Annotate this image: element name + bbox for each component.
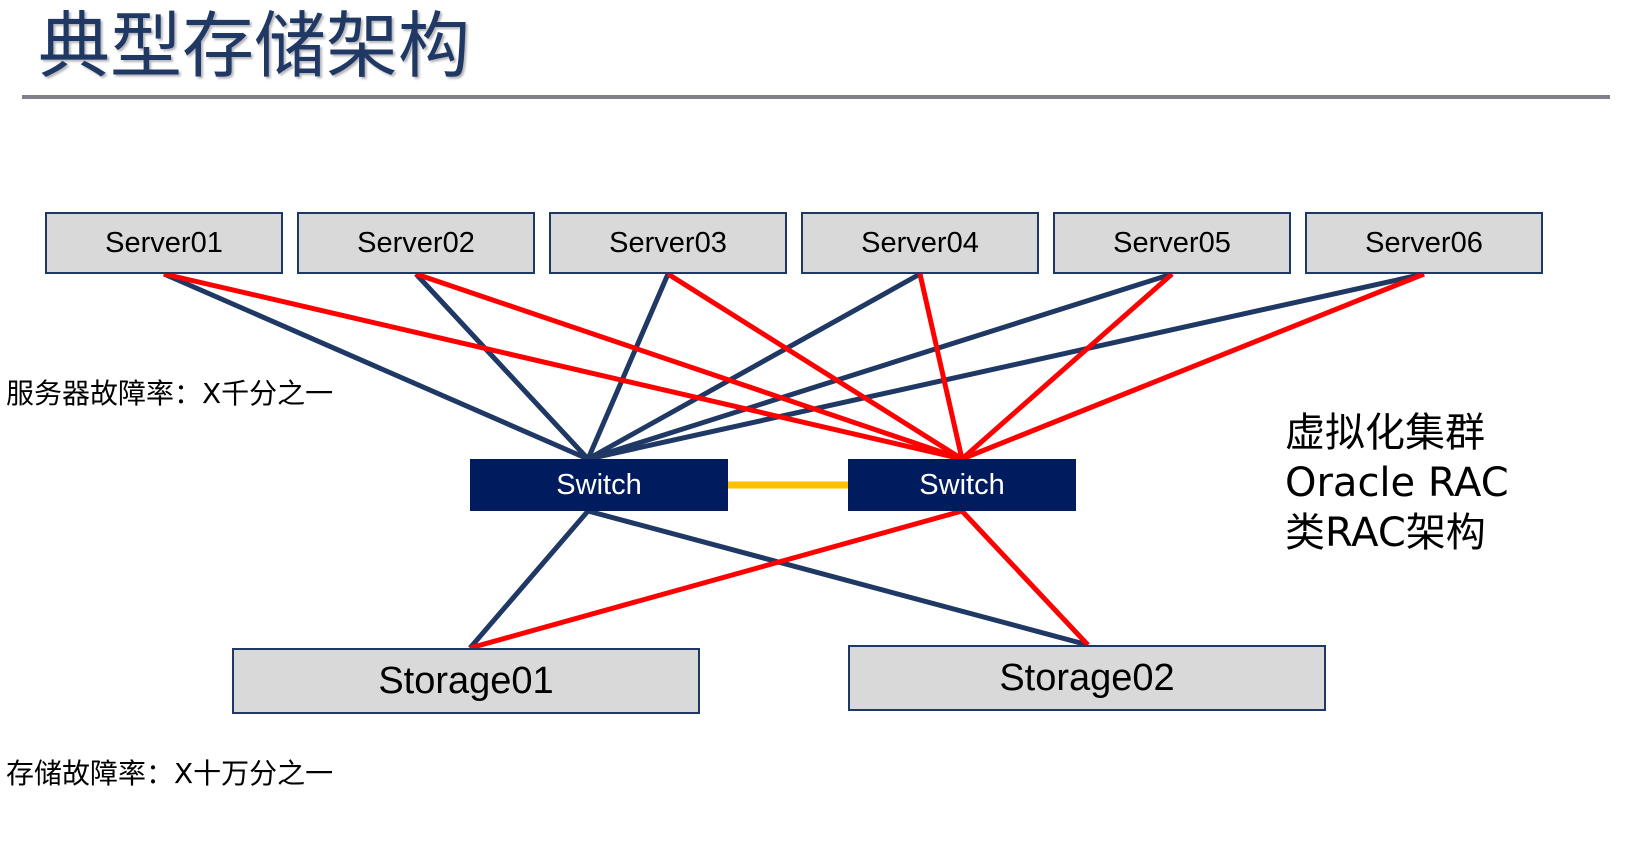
link-server3-to-switch-left <box>585 273 671 460</box>
storage-label: Storage02 <box>999 656 1175 699</box>
server-node-6[interactable]: Server06 <box>1305 212 1543 274</box>
link-server5-to-switch-right <box>960 272 1174 461</box>
cluster-note-line-2: Oracle RAC <box>1285 460 1509 506</box>
link-server6-to-switch-left <box>587 271 1425 462</box>
server-node-3[interactable]: Server03 <box>549 212 787 274</box>
server-node-5[interactable]: Server05 <box>1053 212 1291 274</box>
switch-to-storage-links <box>468 508 1090 651</box>
server-to-left-switch-links <box>163 271 1425 462</box>
server-label: Server03 <box>609 226 727 259</box>
link-server1-to-switch-left <box>163 271 589 462</box>
link-switch-left-to-storage02 <box>587 508 1089 648</box>
link-server2-to-switch-right <box>415 271 963 462</box>
server-label: Server04 <box>861 226 979 259</box>
server-label: Server05 <box>1113 226 1231 259</box>
link-switch-right-to-storage02 <box>960 509 1090 647</box>
cluster-architecture-note: 虚拟化集群 Oracle RAC 类RAC架构 <box>1285 408 1509 558</box>
link-server2-to-switch-left <box>414 272 590 461</box>
storage-node-2[interactable]: Storage02 <box>848 645 1326 711</box>
server-to-right-switch-links <box>163 271 1425 462</box>
server-label: Server06 <box>1365 226 1483 259</box>
server-node-2[interactable]: Server02 <box>297 212 535 274</box>
page-title: 典型存储架构 <box>38 4 471 88</box>
switch-node-right[interactable]: Switch <box>848 459 1076 511</box>
link-switch-right-to-storage01 <box>469 508 963 651</box>
cluster-note-line-3: 类RAC架构 <box>1285 510 1486 556</box>
server-label: Server01 <box>105 226 223 259</box>
switch-label: Switch <box>556 468 642 501</box>
switch-node-left[interactable]: Switch <box>470 459 728 511</box>
link-server4-to-switch-right <box>917 273 965 460</box>
storage-failure-rate-note: 存储故障率：X十万分之一 <box>6 757 334 790</box>
link-server6-to-switch-right <box>961 271 1425 462</box>
title-divider <box>22 95 1610 99</box>
server-node-1[interactable]: Server01 <box>45 212 283 274</box>
link-switch-left-to-storage01 <box>468 509 590 650</box>
link-server1-to-switch-right <box>163 271 963 462</box>
link-server5-to-switch-left <box>587 271 1173 462</box>
server-node-4[interactable]: Server04 <box>801 212 1039 274</box>
link-server4-to-switch-left <box>586 271 922 462</box>
server-label: Server02 <box>357 226 475 259</box>
link-server3-to-switch-right <box>666 271 964 462</box>
server-failure-rate-note: 服务器故障率：X千分之一 <box>6 377 334 410</box>
storage-label: Storage01 <box>378 659 554 702</box>
storage-node-1[interactable]: Storage01 <box>232 648 700 714</box>
cluster-note-line-1: 虚拟化集群 <box>1285 410 1485 456</box>
switch-label: Switch <box>919 468 1005 501</box>
